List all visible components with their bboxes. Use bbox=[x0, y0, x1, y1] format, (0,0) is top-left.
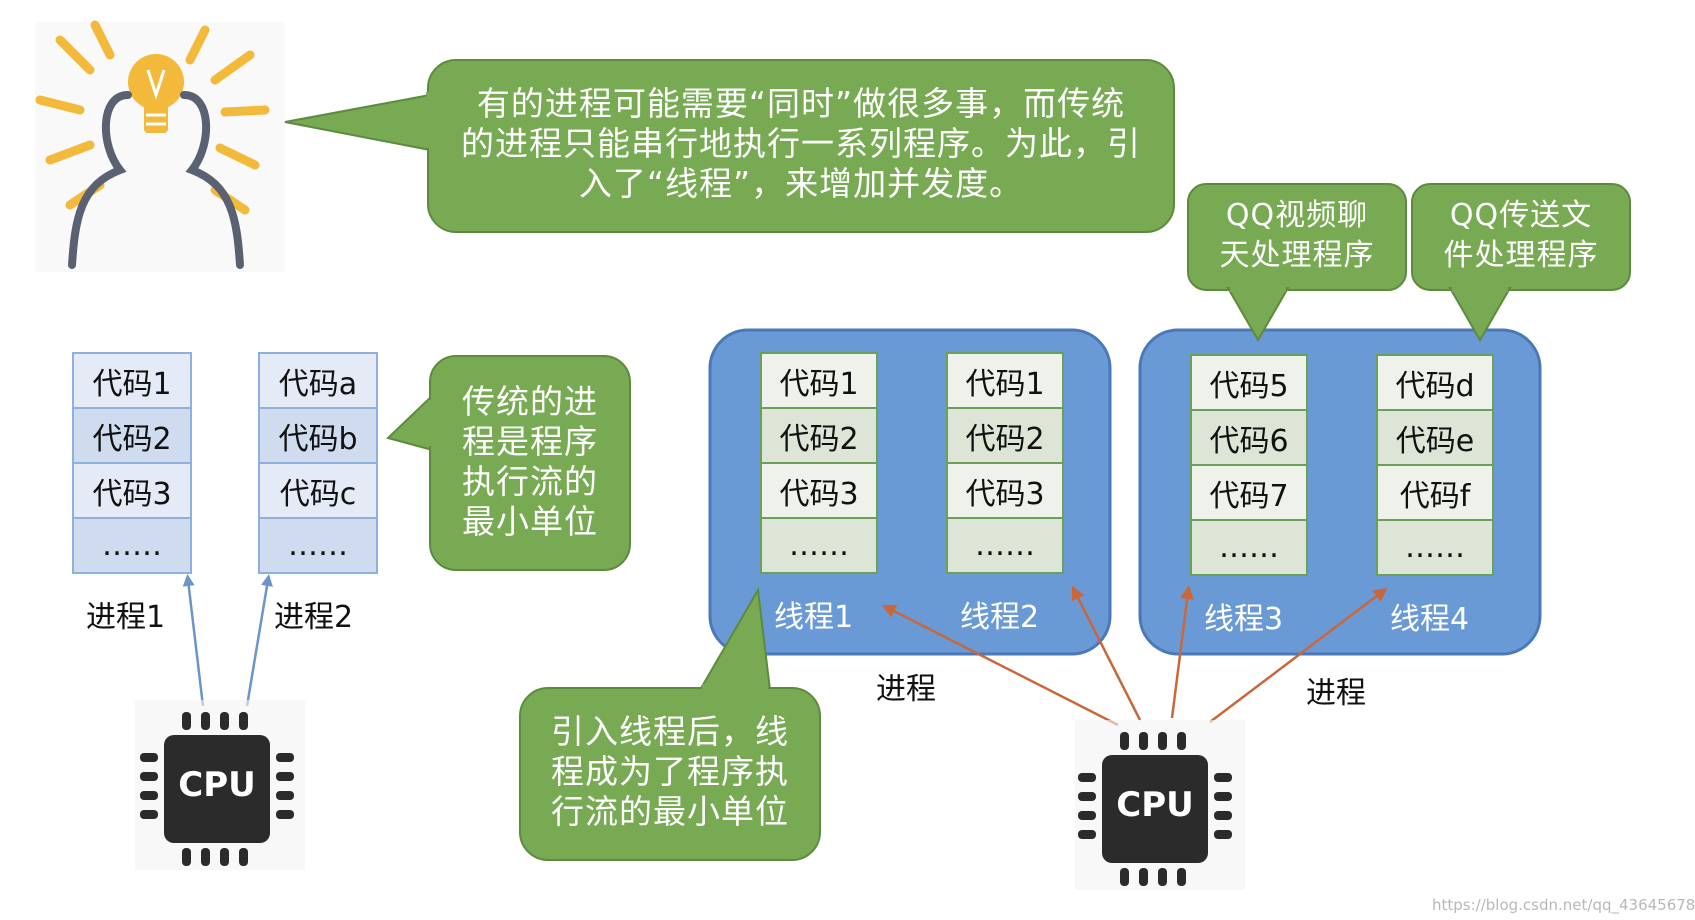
code-cell: …… bbox=[946, 517, 1064, 574]
code-cell: 代码2 bbox=[760, 407, 878, 464]
process-1-code-column: 代码1 代码2 代码3 …… bbox=[72, 352, 192, 574]
code-cell: 代码a bbox=[258, 352, 378, 409]
code-cell: 代码3 bbox=[946, 462, 1064, 519]
code-cell: 代码2 bbox=[72, 407, 192, 464]
code-cell: …… bbox=[1190, 519, 1308, 576]
cpu-label-right: CPU bbox=[1116, 785, 1194, 825]
code-cell: 代码3 bbox=[760, 462, 878, 519]
thread-1-code-column: 代码1 代码2 代码3 …… bbox=[760, 352, 878, 574]
qq-video-text: QQ视频聊 天处理程序 bbox=[1192, 196, 1402, 276]
code-cell: …… bbox=[1376, 519, 1494, 576]
arrow-cpu-to-process1 bbox=[182, 574, 205, 707]
code-cell: 代码c bbox=[258, 462, 378, 519]
code-cell: 代码b bbox=[258, 407, 378, 464]
traditional-process-bubble bbox=[386, 355, 631, 571]
code-cell: 代码6 bbox=[1190, 409, 1308, 466]
code-cell: 代码7 bbox=[1190, 464, 1308, 521]
code-cell: …… bbox=[258, 517, 378, 574]
thread-4-code-column: 代码d 代码e 代码f …… bbox=[1376, 354, 1494, 576]
traditional-line-4: 最小单位 bbox=[462, 502, 598, 541]
qq-file-line-1: QQ传送文 bbox=[1449, 198, 1593, 233]
traditional-line-2: 程是程序 bbox=[462, 422, 598, 461]
top-bubble-line-2: 的进程只能串行地执行一系列程序。为此，引 bbox=[461, 124, 1141, 163]
traditional-line-3: 执行流的 bbox=[462, 462, 598, 501]
code-cell: …… bbox=[72, 517, 192, 574]
thread-min-line-3: 行流的最小单位 bbox=[551, 792, 789, 831]
qq-file-line-2: 件处理程序 bbox=[1443, 238, 1599, 273]
cpu-chip-icon-left bbox=[135, 700, 305, 870]
qq-video-line-1: QQ视频聊 bbox=[1225, 198, 1369, 233]
arrow-cpu-to-thread4 bbox=[1209, 587, 1388, 723]
process-2-label: 进程2 bbox=[274, 600, 354, 635]
code-cell: …… bbox=[760, 517, 878, 574]
cpu-chip-icon-right bbox=[1075, 720, 1245, 890]
process-2-code-column: 代码a 代码b 代码c …… bbox=[258, 352, 378, 574]
code-cell: 代码1 bbox=[72, 352, 192, 409]
process-container-1-label: 进程 bbox=[876, 672, 936, 707]
arrow-cpu-to-thread1 bbox=[881, 604, 1119, 727]
thread-2-code-column: 代码1 代码2 代码3 …… bbox=[946, 352, 1064, 574]
code-cell: 代码f bbox=[1376, 464, 1494, 521]
top-bubble-line-1: 有的进程可能需要“同时”做很多事，而传统 bbox=[476, 84, 1126, 123]
cpu-label-left: CPU bbox=[178, 765, 256, 805]
qq-file-bubble bbox=[1411, 183, 1631, 343]
arrow-cpu-to-thread3 bbox=[1170, 585, 1195, 719]
arrow-cpu-to-thread2 bbox=[1071, 585, 1142, 721]
traditional-bubble-text: 传统的进 程是程序 执行流的 最小单位 bbox=[436, 382, 624, 542]
qq-file-text: QQ传送文 件处理程序 bbox=[1416, 196, 1626, 276]
thread-min-line-2: 程成为了程序执 bbox=[551, 752, 789, 791]
watermark: https://blog.csdn.net/qq_43645678 bbox=[1432, 896, 1695, 914]
qq-video-bubble bbox=[1187, 183, 1407, 343]
thread-min-line-1: 引入线程后，线 bbox=[551, 712, 789, 751]
thread-3-label: 线程3 bbox=[1204, 602, 1284, 637]
traditional-line-1: 传统的进 bbox=[462, 382, 598, 421]
thread-3-code-column: 代码5 代码6 代码7 …… bbox=[1190, 354, 1308, 576]
code-cell: 代码5 bbox=[1190, 354, 1308, 411]
thread-min-bubble bbox=[519, 586, 821, 861]
top-bubble-text: 有的进程可能需要“同时”做很多事，而传统 的进程只能串行地执行一系列程序。为此，… bbox=[440, 84, 1162, 204]
code-cell: 代码2 bbox=[946, 407, 1064, 464]
code-cell: 代码d bbox=[1376, 354, 1494, 411]
top-bubble-line-3: 入了“线程”，来增加并发度。 bbox=[578, 164, 1024, 203]
thread-4-label: 线程4 bbox=[1390, 602, 1470, 637]
thread-min-bubble-text: 引入线程后，线 程成为了程序执 行流的最小单位 bbox=[528, 712, 812, 832]
code-cell: 代码e bbox=[1376, 409, 1494, 466]
code-cell: 代码1 bbox=[946, 352, 1064, 409]
qq-video-line-2: 天处理程序 bbox=[1219, 238, 1375, 273]
process-container-2-label: 进程 bbox=[1306, 676, 1366, 711]
idea-person-icon bbox=[35, 20, 285, 272]
process-1-label: 进程1 bbox=[86, 600, 166, 635]
thread-2-label: 线程2 bbox=[960, 600, 1040, 635]
arrow-cpu-to-process2 bbox=[245, 574, 273, 707]
thread-1-label: 线程1 bbox=[774, 600, 854, 635]
code-cell: 代码3 bbox=[72, 462, 192, 519]
top-speech-bubble bbox=[284, 59, 1175, 233]
code-cell: 代码1 bbox=[760, 352, 878, 409]
